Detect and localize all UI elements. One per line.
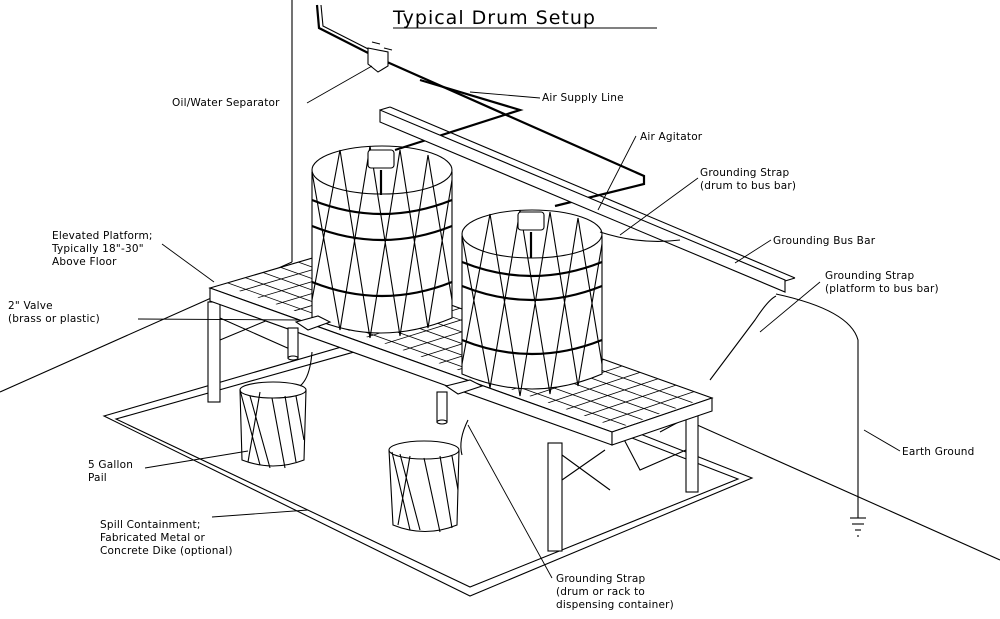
- label-grounding-strap-container-line1: Grounding Strap: [556, 573, 646, 585]
- label-grounding-strap-platform-line2: (platform to bus bar): [825, 283, 939, 295]
- label-oil-water-separator: Oil/Water Separator: [172, 97, 280, 109]
- label-grounding-strap-container-line3: dispensing container): [556, 599, 674, 611]
- drum-left: [311, 145, 453, 339]
- pail-right: [388, 440, 460, 533]
- earth-ground-symbol: [850, 505, 866, 537]
- label-pail-line1: 5 Gallon: [88, 459, 133, 471]
- grounding-strap-containers: [299, 351, 469, 456]
- drum-right: [461, 209, 603, 397]
- label-valve-line2: (brass or plastic): [8, 313, 100, 325]
- elevated-platform: [208, 256, 714, 446]
- label-elevated-platform-line2: Typically 18"-30": [51, 243, 144, 255]
- diagram-title: Typical Drum Setup: [392, 7, 596, 29]
- valve-left: [287, 315, 332, 361]
- label-grounding-strap-drum-line1: Grounding Strap: [700, 167, 790, 179]
- label-grounding-strap-platform-line1: Grounding Strap: [825, 270, 915, 282]
- valve-right: [436, 379, 484, 425]
- label-elevated-platform-line1: Elevated Platform;: [52, 230, 153, 242]
- grounding-straps: [599, 231, 777, 381]
- label-spill-containment-line3: Concrete Dike (optional): [100, 545, 233, 557]
- grounding-bus-bar: [379, 106, 859, 505]
- label-elevated-platform-line3: Above Floor: [52, 256, 117, 268]
- label-air-agitator: Air Agitator: [640, 131, 703, 143]
- label-earth-ground: Earth Ground: [902, 446, 975, 458]
- label-spill-containment-line2: Fabricated Metal or: [100, 532, 206, 544]
- label-grounding-strap-container-line2: (drum or rack to: [556, 586, 645, 598]
- label-grounding-strap-drum-line2: (drum to bus bar): [700, 180, 796, 192]
- label-valve-line1: 2" Valve: [8, 300, 53, 312]
- leader-lines: [137, 65, 901, 579]
- pail-left: [239, 381, 307, 469]
- label-air-supply-line: Air Supply Line: [542, 92, 624, 104]
- label-grounding-bus-bar: Grounding Bus Bar: [773, 235, 876, 247]
- spill-containment: [102, 333, 754, 597]
- label-spill-containment-line1: Spill Containment;: [100, 519, 201, 531]
- label-pail-line2: Pail: [88, 472, 107, 484]
